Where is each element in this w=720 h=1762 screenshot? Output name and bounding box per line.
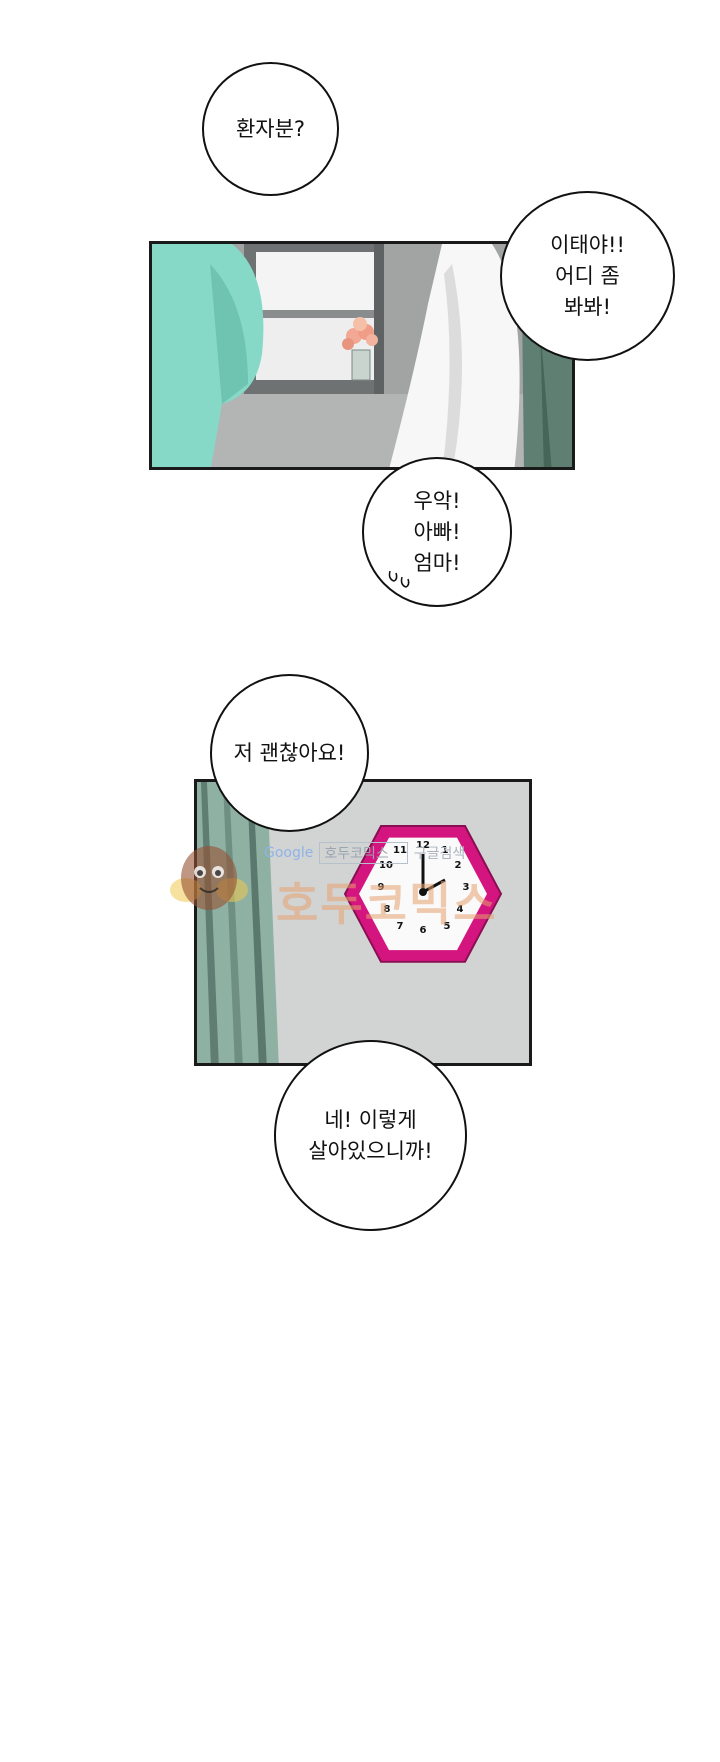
clock-number-8: 8 [383, 904, 391, 915]
watermark: Google 호두코믹스 구글검색 호두코믹스 [164, 838, 564, 931]
panel-wall-clock: 12 1 2 3 4 5 6 7 8 9 10 11 [194, 779, 532, 1066]
sweat-drops-icon [388, 570, 410, 588]
clock-number-7: 7 [396, 921, 404, 932]
watermark-search-box: 호두코믹스 [319, 842, 408, 864]
clock-number-3: 3 [462, 882, 470, 893]
clock-number-10: 10 [379, 860, 393, 871]
walnut-mascot-icon [170, 846, 248, 910]
speech-bubble-im-fine: 저 괜찮아요! [210, 674, 369, 832]
panel-1-art [152, 244, 572, 467]
speech-bubble-patient: 환자분? [202, 62, 339, 196]
clock-number-5: 5 [443, 921, 451, 932]
clock-number-9: 9 [377, 882, 385, 893]
speech-bubble-alive: 네! 이렇게 살아있으니까! [274, 1040, 467, 1231]
watermark-google: Google [264, 845, 314, 861]
clock-number-11: 11 [393, 845, 407, 856]
clock-number-4: 4 [456, 904, 464, 915]
watermark-search-button: 구글검색 [413, 846, 466, 862]
clock-number-2: 2 [454, 860, 462, 871]
clock-number-6: 6 [419, 925, 427, 936]
speech-bubble-look-here: 이태야!! 어디 좀 봐봐! [500, 191, 675, 361]
watermark-site-name: 호두코믹스 [276, 877, 498, 931]
speech-bubble-exclaim: 우악! 아빠! 엄마! [362, 457, 512, 607]
clock-number-1: 1 [441, 845, 449, 856]
clock-number-12: 12 [416, 840, 430, 851]
panel-2-art [197, 782, 529, 1063]
